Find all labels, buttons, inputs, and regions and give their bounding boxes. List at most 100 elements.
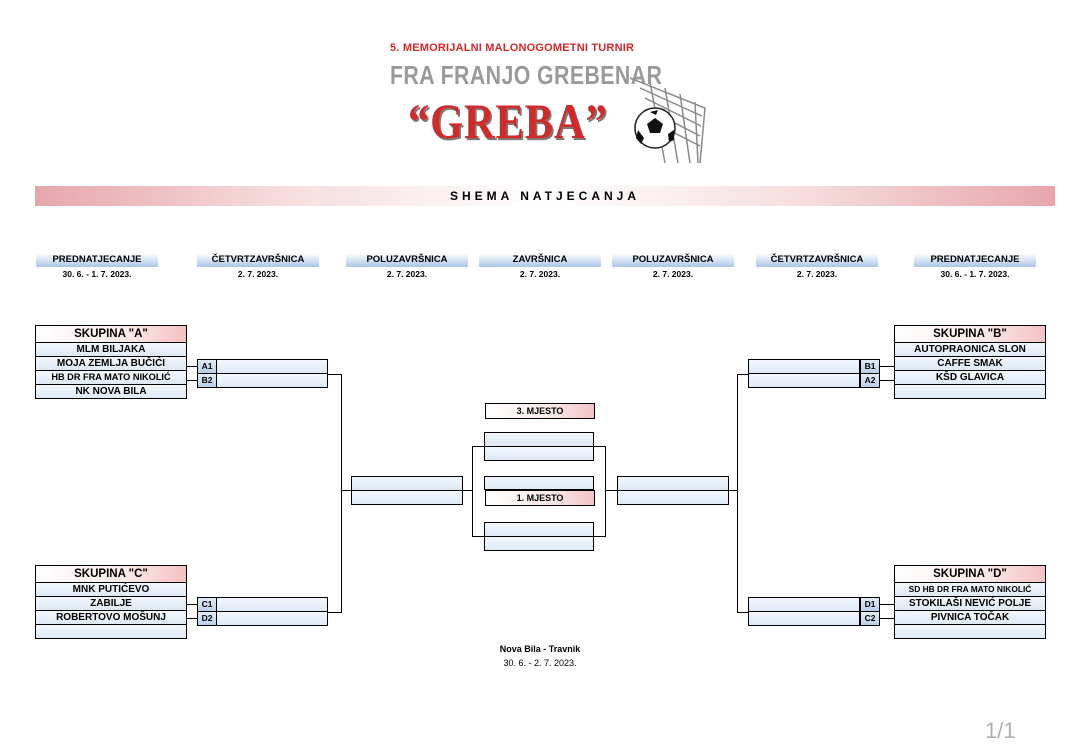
first-place-label: 1. MJESTO <box>485 490 595 506</box>
team-row: MNK PUTIĆEVO <box>36 583 186 597</box>
team-row: HB DR FRA MATO NIKOLIĆ <box>36 371 186 385</box>
match-slot <box>617 490 729 505</box>
match-slot <box>351 490 463 505</box>
group-title: SKUPINA "D" <box>895 566 1045 583</box>
tournament-dates: 30. 6. - 2. 7. 2023. <box>503 658 577 668</box>
group-d: SKUPINA "D" SD HB DR FRA MATO NIKOLIĆ ST… <box>894 565 1046 639</box>
team-row: ZABILJE <box>36 597 186 611</box>
tournament-logo: 5. MEMORIJALNI MALONOGOMETNI TURNIR FRA … <box>380 38 720 173</box>
match-slot <box>351 476 463 491</box>
group-title: SKUPINA "A" <box>36 326 186 343</box>
logo-name: FRA FRANJO GREBENAR <box>390 60 663 90</box>
round-header-preliminary-left: PREDNATJECANJE 30. 6. - 1. 7. 2023. <box>36 253 158 279</box>
match-slot <box>216 611 328 626</box>
match-slot <box>484 432 594 447</box>
connector-line <box>328 374 342 375</box>
connector-line <box>605 446 606 537</box>
round-date: 2. 7. 2023. <box>386 269 428 279</box>
team-row: NK NOVA BILA <box>36 385 186 398</box>
match-slot <box>484 522 594 537</box>
team-row <box>895 385 1045 398</box>
round-header-semifinal-right: POLUZAVRŠNICA 2. 7. 2023. <box>612 253 734 279</box>
connector-line <box>594 536 606 537</box>
seed-label: C2 <box>860 611 880 626</box>
connector-line <box>737 374 738 613</box>
team-row: PIVNICA TOČAK <box>895 611 1045 625</box>
round-date: 2. 7. 2023. <box>652 269 694 279</box>
round-name: POLUZAVRŠNICA <box>612 253 734 267</box>
team-row: MOJA ZEMLJA BUČIĆI <box>36 357 186 371</box>
connector-line <box>728 490 738 491</box>
seed-label: D2 <box>197 611 217 626</box>
match-slot <box>484 476 594 490</box>
round-header-final: ZAVRŠNICA 2. 7. 2023. <box>479 253 601 279</box>
round-date: 30. 6. - 1. 7. 2023. <box>62 269 132 279</box>
team-row <box>36 625 186 638</box>
schedule-banner: SHEMA NATJECANJA <box>35 186 1055 206</box>
soccer-ball-net-icon <box>629 77 706 164</box>
round-date: 2. 7. 2023. <box>237 269 279 279</box>
match-slot <box>216 359 328 374</box>
round-header-semifinal-left: POLUZAVRŠNICA 2. 7. 2023. <box>346 253 468 279</box>
logo-nickname: “GREBA” <box>408 93 608 149</box>
seed-label: B1 <box>860 359 880 374</box>
connector-line <box>880 366 894 367</box>
connector-line <box>328 612 342 613</box>
seed-label: C1 <box>197 597 217 612</box>
connector-line <box>186 366 198 367</box>
round-header-preliminary-right: PREDNATJECANJE 30. 6. - 1. 7. 2023. <box>914 253 1036 279</box>
group-title: SKUPINA "C" <box>36 566 186 583</box>
connector-line <box>737 374 749 375</box>
match-slot <box>748 373 860 388</box>
match-slot <box>748 611 860 626</box>
round-name: POLUZAVRŠNICA <box>346 253 468 267</box>
seed-label: A1 <box>197 359 217 374</box>
round-name: PREDNATJECANJE <box>36 253 158 267</box>
team-row: ROBERTOVO MOŠUNJ <box>36 611 186 625</box>
match-slot <box>216 373 328 388</box>
match-slot <box>748 597 860 612</box>
third-place-label: 3. MJESTO <box>485 403 595 419</box>
team-row: MLM BILJAKA <box>36 343 186 357</box>
venue-location: Nova Bila - Travnik <box>499 644 581 654</box>
team-row: AUTOPRAONICA SLON <box>895 343 1045 357</box>
team-row: KŠD GLAVICA <box>895 371 1045 385</box>
team-row: SD HB DR FRA MATO NIKOLIĆ <box>895 583 1045 597</box>
logo-subtitle: 5. MEMORIJALNI MALONOGOMETNI TURNIR <box>390 42 635 54</box>
match-slot <box>617 476 729 491</box>
team-row: STOKILAŠI NEVIĆ POLJE <box>895 597 1045 611</box>
round-name: ČETVRTZAVRŠNICA <box>756 253 878 267</box>
connector-line <box>472 536 484 537</box>
connector-line <box>880 604 894 605</box>
connector-line <box>462 490 473 491</box>
connector-line <box>594 446 606 447</box>
connector-line <box>186 618 198 619</box>
connector-line <box>605 490 618 491</box>
round-header-quarterfinal-left: ČETVRTZAVRŠNICA 2. 7. 2023. <box>197 253 319 279</box>
round-name: ZAVRŠNICA <box>479 253 601 267</box>
round-name: PREDNATJECANJE <box>914 253 1036 267</box>
banner-title: SHEMA NATJECANJA <box>449 189 640 203</box>
group-a: SKUPINA "A" MLM BILJAKA MOJA ZEMLJA BUČI… <box>35 325 187 399</box>
match-slot <box>484 536 594 551</box>
match-slot <box>484 446 594 461</box>
connector-line <box>737 612 749 613</box>
round-name: ČETVRTZAVRŠNICA <box>197 253 319 267</box>
connector-line <box>880 380 894 381</box>
connector-line <box>186 604 198 605</box>
team-row <box>895 625 1045 638</box>
group-title: SKUPINA "B" <box>895 326 1045 343</box>
round-date: 2. 7. 2023. <box>796 269 838 279</box>
connector-line <box>880 618 894 619</box>
seed-label: D1 <box>860 597 880 612</box>
seed-label: A2 <box>860 373 880 388</box>
round-date: 2. 7. 2023. <box>519 269 561 279</box>
match-slot <box>748 359 860 374</box>
round-header-quarterfinal-right: ČETVRTZAVRŠNICA 2. 7. 2023. <box>756 253 878 279</box>
group-b: SKUPINA "B" AUTOPRAONICA SLON CAFFE SMAK… <box>894 325 1046 399</box>
match-slot <box>216 597 328 612</box>
connector-line <box>472 446 484 447</box>
group-c: SKUPINA "C" MNK PUTIĆEVO ZABILJE ROBERTO… <box>35 565 187 639</box>
connector-line <box>341 490 352 491</box>
round-date: 30. 6. - 1. 7. 2023. <box>940 269 1010 279</box>
